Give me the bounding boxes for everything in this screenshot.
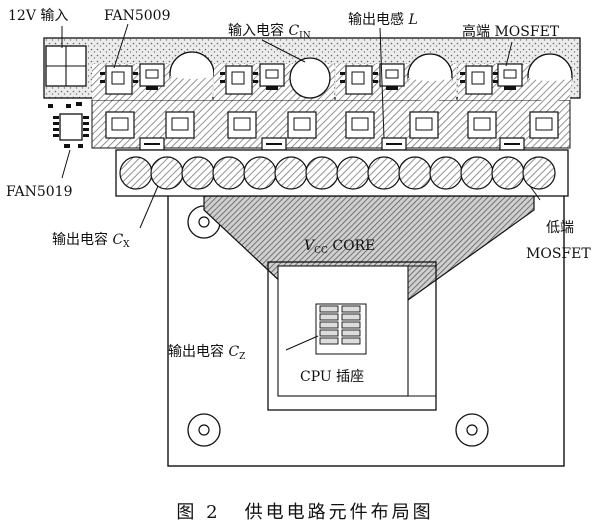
mounting-hole — [455, 413, 489, 447]
output-capacitor-cx — [491, 156, 525, 190]
leader-high-side — [505, 41, 513, 67]
low-side-mosfet — [345, 111, 439, 139]
mounting-hole — [187, 413, 221, 447]
input-connector-12v — [45, 45, 87, 87]
output-capacitor-cx — [181, 156, 215, 190]
fan5009-driver-ic — [100, 65, 138, 95]
output-capacitor-cx — [460, 156, 494, 190]
fan5009-driver-ic — [220, 65, 258, 95]
label-vcc-core: VCC CORE — [304, 238, 375, 256]
output-capacitor-cx — [336, 156, 370, 190]
high-side-mosfet — [379, 63, 405, 90]
output-inductor — [261, 137, 287, 151]
output-capacitor-cx — [150, 156, 184, 190]
fan5009-driver-ic — [460, 65, 498, 95]
phase-3 — [336, 53, 456, 151]
label-cpu-socket: CPU 插座 — [300, 369, 364, 385]
leader-low-side — [529, 185, 541, 201]
output-inductor — [139, 137, 165, 151]
input-capacitor — [169, 51, 215, 100]
phase-4 — [458, 53, 573, 151]
label-low-side: 低端 — [546, 220, 574, 236]
label-output-capacitor-cx: 输出电容 CX — [52, 231, 130, 250]
output-capacitor-cx-row — [115, 149, 569, 197]
input-capacitor — [289, 57, 331, 99]
label-output-capacitor-cz: 输出电容 CZ — [168, 343, 245, 362]
high-side-mosfet — [139, 63, 165, 90]
low-side-mosfet — [105, 111, 195, 139]
label-input-capacitor: 输入电容 CIN — [228, 22, 311, 41]
leader-cz — [285, 335, 319, 351]
label-12v-input: 12V 输入 — [8, 8, 68, 24]
label-output-inductor: 输出电感 L — [348, 11, 418, 28]
output-capacitor-cx — [398, 156, 432, 190]
input-capacitor — [527, 53, 573, 102]
output-inductor — [499, 137, 525, 151]
leader-fan5019 — [61, 149, 71, 179]
output-capacitor-cx — [367, 156, 401, 190]
fan5009-driver-ic — [340, 65, 378, 95]
output-capacitor-cx — [243, 156, 277, 190]
leader-cx — [139, 185, 159, 229]
output-capacitor-cx — [274, 156, 308, 190]
output-capacitor-cx — [429, 156, 463, 190]
output-capacitor-cx — [119, 156, 153, 190]
phase-1 — [92, 51, 215, 151]
label-low-side-mosfet: MOSFET — [526, 246, 591, 262]
cpu-socket — [267, 261, 437, 411]
leader-lines — [61, 23, 541, 351]
leader-inductor — [379, 27, 385, 139]
figure-title: 供电电路元件布局图 — [244, 502, 434, 523]
fan5019-controller-ic — [48, 102, 89, 148]
output-capacitor-cx — [212, 156, 246, 190]
label-fan5009: FAN5009 — [104, 8, 171, 24]
output-capacitor-cz-array — [315, 303, 367, 355]
input-capacitor — [407, 53, 453, 102]
low-side-mosfet — [467, 111, 559, 139]
high-side-mosfet — [497, 63, 523, 90]
low-side-mosfet — [227, 111, 317, 139]
leader-input-cap — [261, 39, 306, 63]
label-high-side-mosfet: 高端 MOSFET — [462, 23, 560, 40]
output-capacitor-cx — [305, 156, 339, 190]
output-inductor — [381, 137, 407, 151]
high-side-mosfet — [259, 63, 285, 90]
leader-fan5009 — [113, 23, 129, 69]
output-capacitor-cx — [522, 156, 556, 190]
figure-number: 图 2 — [176, 502, 221, 523]
label-fan5019: FAN5019 — [6, 184, 73, 200]
phase-2 — [214, 57, 334, 151]
figure-caption: 图 2 供电电路元件布局图 — [0, 498, 610, 524]
